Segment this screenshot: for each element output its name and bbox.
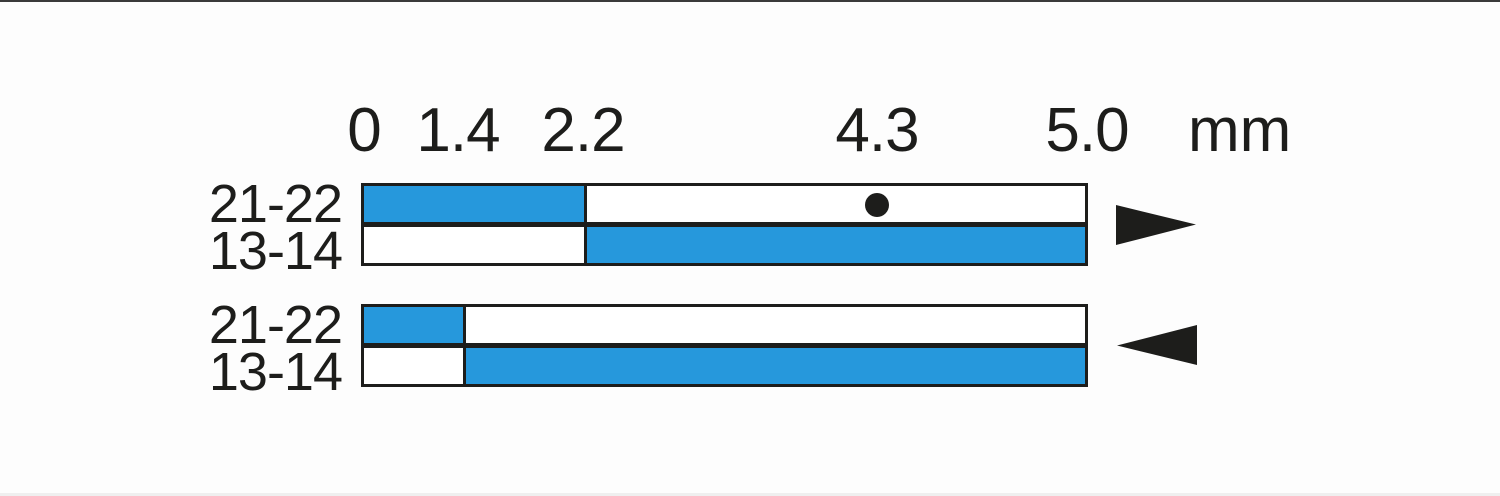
scale-label-1-4: 1.4 [416, 96, 500, 165]
marker-dot-icon [865, 193, 889, 217]
row-label-21-22: 21-22 [208, 174, 343, 234]
switch-divider [584, 186, 587, 222]
active-segment [587, 227, 1085, 263]
triangle-left-icon [1117, 325, 1197, 365]
top-border [0, 0, 1500, 2]
active-segment [466, 348, 1085, 384]
contact-bar-21-22 [361, 304, 1088, 346]
contact-bar-13-14 [361, 345, 1088, 387]
active-segment [364, 307, 463, 343]
row-label-13-14: 13-14 [208, 342, 343, 402]
row-label-21-22: 21-22 [208, 295, 343, 355]
switch-divider [463, 348, 466, 384]
contact-bar-21-22 [361, 183, 1088, 225]
bottom-border [0, 493, 1500, 496]
scale-label-0: 0 [347, 96, 381, 165]
switch-divider [463, 307, 466, 343]
contact-bars-forward [361, 183, 1088, 266]
contact-bars-reverse [361, 304, 1088, 387]
scale-label-5-0: 5.0 [1045, 96, 1129, 165]
active-segment [364, 186, 584, 222]
switch-divider [584, 227, 587, 263]
unit-label: mm [1188, 96, 1292, 165]
scale-label-2-2: 2.2 [541, 96, 625, 165]
row-label-13-14: 13-14 [208, 221, 343, 281]
contact-bar-13-14 [361, 224, 1088, 266]
scale-label-4-3: 4.3 [835, 96, 919, 165]
triangle-right-icon [1116, 205, 1196, 245]
